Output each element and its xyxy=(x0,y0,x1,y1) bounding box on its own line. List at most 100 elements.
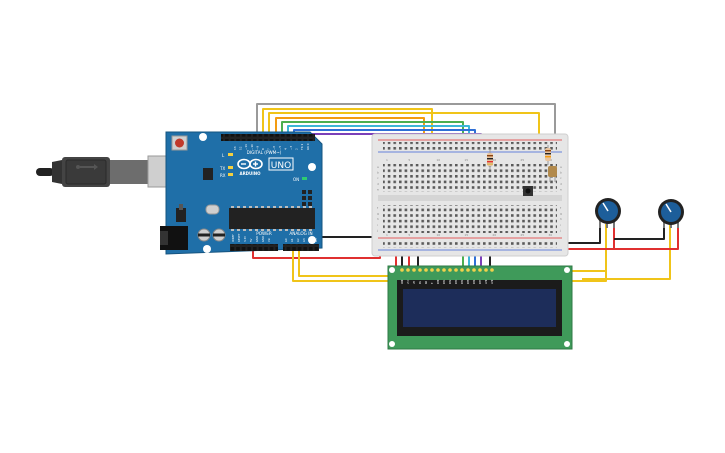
lcd-pin[interactable] xyxy=(430,268,434,272)
mounting-hole-icon xyxy=(308,163,316,171)
breadboard[interactable]: 115510101515202025253030 aabbccddeeffggh… xyxy=(371,133,569,257)
power-jack-icon[interactable] xyxy=(160,226,188,250)
mounting-hole-icon xyxy=(308,236,316,244)
breadboard-column-number: 25 xyxy=(520,158,524,162)
lcd-pin[interactable] xyxy=(478,268,482,272)
analog-header[interactable] xyxy=(283,244,319,251)
digital-header-label: DIGITAL (PWM~) xyxy=(247,150,282,155)
resistor-icon[interactable] xyxy=(487,150,493,170)
breadboard-column-number: 25 xyxy=(520,233,524,237)
lcd-pin[interactable] xyxy=(412,268,416,272)
wire-yellow-pot2[interactable] xyxy=(582,224,671,280)
breadboard-row-letter: a xyxy=(560,165,562,169)
lcd-pins[interactable] xyxy=(400,268,494,272)
wire-yellow-a1b[interactable] xyxy=(567,268,606,272)
bottom-terminal-strip[interactable] xyxy=(383,205,557,233)
lcd-pin-label: V0 xyxy=(413,281,416,284)
usb-cable-icon[interactable] xyxy=(36,155,187,188)
lcd-pin[interactable] xyxy=(472,268,476,272)
lcd-pin-label: E xyxy=(431,282,434,284)
wire-yellow-a1[interactable] xyxy=(298,244,400,277)
crystal-icon xyxy=(205,204,220,215)
on-led-icon xyxy=(302,177,307,180)
potentiometer-icon[interactable] xyxy=(595,198,621,228)
analog-pin-label: A5 xyxy=(314,238,318,242)
resistor-icon[interactable] xyxy=(545,145,551,165)
bottom-power-rail[interactable] xyxy=(383,240,557,248)
lcd-pin-label: RW xyxy=(425,281,428,284)
lcd-pin[interactable] xyxy=(466,268,470,272)
wire-yellow-d11[interactable] xyxy=(268,112,540,147)
breadboard-column-number: 1 xyxy=(386,158,388,162)
lcd-pin-label: DB1 xyxy=(443,279,446,284)
breadboard-column-number: 20 xyxy=(492,158,496,162)
lcd-pin[interactable] xyxy=(400,268,404,272)
breadboard-row-letter: h xyxy=(377,217,379,221)
lcd-pin[interactable] xyxy=(442,268,446,272)
power-header[interactable] xyxy=(230,244,278,251)
digital-pin-label: ~10 xyxy=(250,144,254,150)
breadboard-row-letter: e xyxy=(377,187,379,191)
lcd-pin[interactable] xyxy=(424,268,428,272)
potentiometer-icon[interactable] xyxy=(658,199,684,228)
breadboard-row-letter: j xyxy=(376,228,378,232)
lcd-pin-label: LED xyxy=(491,279,494,284)
lcd-pin[interactable] xyxy=(484,268,488,272)
breadboard-column-number: 1 xyxy=(386,233,388,237)
l-label: L xyxy=(222,153,225,158)
lcd-pin-label: GND xyxy=(401,279,404,284)
l-led-icon xyxy=(228,153,233,156)
digital-pin-label: 7 xyxy=(267,148,271,150)
breadboard-row-letter: d xyxy=(560,182,562,186)
breadboard-row-letter: h xyxy=(560,217,562,221)
breadboard-column-number: 20 xyxy=(492,233,496,237)
lcd-pin-label: VCC xyxy=(407,279,410,284)
digital-pin-label: ~5 xyxy=(278,146,282,150)
digital-pin-label: TX 1 xyxy=(300,143,304,151)
lcd-pin[interactable] xyxy=(406,268,410,272)
wire-black-pot2[interactable] xyxy=(614,226,665,240)
lcd-pin-label: DB0 xyxy=(437,279,440,284)
digital-pin-label: ~3 xyxy=(289,146,293,150)
top-power-rail[interactable] xyxy=(383,142,557,150)
usb-chip-icon xyxy=(203,168,213,180)
breadboard-column-number: 15 xyxy=(464,233,468,237)
wire-red-pot2[interactable] xyxy=(614,226,679,250)
breadboard-row-letter: f xyxy=(377,206,379,210)
rx-led-icon xyxy=(228,173,233,176)
power-pin-label: IOREF xyxy=(231,234,235,242)
lcd-pin-label: RS xyxy=(419,281,422,284)
lcd-pin[interactable] xyxy=(448,268,452,272)
reset-button[interactable] xyxy=(171,135,188,151)
wire-gray[interactable] xyxy=(256,103,556,147)
digital-pin-label: 13 xyxy=(233,146,237,150)
digital-header[interactable] xyxy=(221,134,315,141)
lcd-pin[interactable] xyxy=(418,268,422,272)
tx-label: TX xyxy=(219,166,225,171)
digital-pin-label: ~11 xyxy=(244,144,248,150)
led-icon[interactable] xyxy=(548,166,557,182)
breadboard-row-letter: i xyxy=(377,223,378,227)
lcd-pin-label: DB3 xyxy=(455,279,458,284)
arduino-logo-icon xyxy=(237,158,263,170)
power-pin-label: 3.3V xyxy=(243,236,247,242)
breadboard-row-letter: c xyxy=(377,176,379,180)
lcd-pin[interactable] xyxy=(460,268,464,272)
power-pin-label: 5V xyxy=(249,238,253,242)
wire-black-pot1[interactable] xyxy=(556,226,601,244)
lcd-pin[interactable] xyxy=(454,268,458,272)
lcd-pin[interactable] xyxy=(490,268,494,272)
push-button-icon[interactable] xyxy=(523,186,533,196)
breadboard-row-letter: e xyxy=(560,187,562,191)
lcd-pin-label: DB6 xyxy=(473,279,476,284)
voltage-regulator-icon xyxy=(176,208,186,222)
on-label: ON xyxy=(293,177,299,182)
lcd-pin[interactable] xyxy=(436,268,440,272)
arduino-brand: ARDUINO xyxy=(240,171,262,176)
